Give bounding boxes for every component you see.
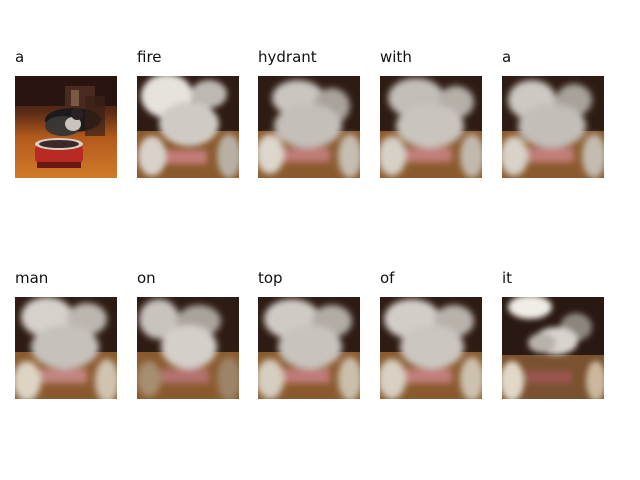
- attention-map: [380, 297, 482, 399]
- attention-map: [137, 76, 239, 178]
- caption-word: a: [15, 48, 25, 66]
- caption-word: top: [258, 269, 283, 287]
- caption-word: fire: [137, 48, 162, 66]
- attention-map: [502, 297, 604, 399]
- attention-map: [258, 76, 360, 178]
- attention-map: [502, 76, 604, 178]
- caption-word: hydrant: [258, 48, 317, 66]
- caption-word: with: [380, 48, 412, 66]
- attention-map: [258, 297, 360, 399]
- caption-word: on: [137, 269, 156, 287]
- attention-map: [380, 76, 482, 178]
- attention-map: [15, 297, 117, 399]
- original-image: [15, 76, 117, 178]
- caption-word: of: [380, 269, 395, 287]
- caption-word: man: [15, 269, 49, 287]
- caption-word: a: [502, 48, 512, 66]
- attention-map: [137, 297, 239, 399]
- caption-word: it: [502, 269, 513, 287]
